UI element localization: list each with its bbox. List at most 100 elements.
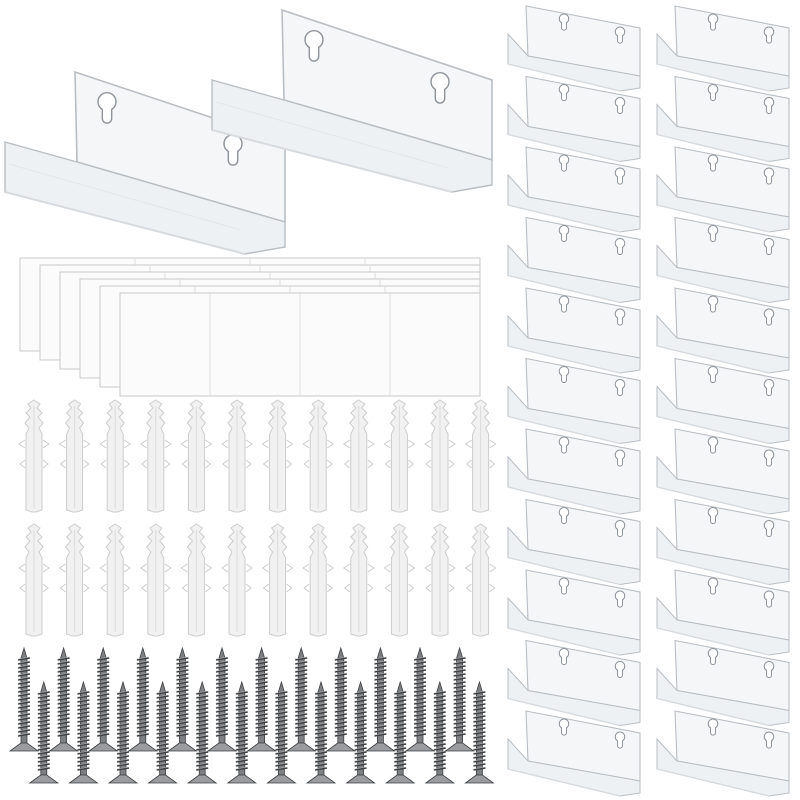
small-shelf — [656, 146, 790, 233]
keyhole-icon — [763, 661, 775, 679]
anchor-fins — [139, 563, 172, 593]
shelf-front-lip — [656, 768, 770, 797]
screw-thread — [413, 657, 427, 737]
keyhole-icon — [614, 167, 626, 185]
keyhole-icon — [763, 449, 775, 467]
screw-thread-highlight — [17, 656, 31, 736]
small-shelf — [507, 498, 641, 586]
screw-head — [28, 774, 60, 784]
screw-head — [444, 742, 475, 752]
small-shelf — [656, 428, 790, 515]
anchor-fins — [464, 563, 497, 593]
screw-thread — [374, 657, 387, 737]
screw-thread — [354, 691, 367, 771]
screw — [305, 680, 337, 784]
screw — [325, 646, 357, 752]
wall-anchor — [18, 399, 50, 513]
anchor-fins — [424, 439, 456, 469]
screw — [285, 646, 317, 752]
small-shelf — [507, 639, 641, 727]
shelf-front-lip — [507, 133, 621, 163]
keyhole-icon — [614, 97, 626, 115]
shelf-front-lip — [656, 556, 770, 586]
screw-thread-highlight — [37, 690, 50, 770]
anchor-fins — [342, 563, 375, 593]
keyhole-icon — [614, 238, 626, 256]
wall-anchor — [424, 523, 456, 637]
shelf-front-lip — [656, 274, 770, 304]
anchor-fins — [261, 563, 294, 593]
anchor-fins — [424, 563, 456, 593]
screw-head — [206, 742, 238, 752]
shelf-front-lip — [656, 486, 770, 515]
screw-thread — [334, 657, 347, 737]
keyhole-icon — [707, 225, 719, 243]
screw-head — [285, 742, 317, 752]
screw-head — [384, 774, 416, 784]
screw-thread-highlight — [374, 656, 387, 736]
small-shelf — [507, 146, 641, 233]
screw-thread-highlight — [354, 690, 367, 770]
keyhole-icon — [763, 167, 775, 185]
anchor-fins — [221, 563, 253, 593]
screw-thread — [314, 691, 328, 771]
shelf-front-lip — [656, 627, 770, 656]
screw — [424, 680, 456, 784]
shelf-front-lip — [507, 768, 621, 797]
shelf-reflection — [215, 101, 449, 169]
small-shelf — [507, 287, 641, 374]
shelf-front-lip — [656, 697, 770, 727]
keyhole-icon — [558, 13, 570, 31]
screw-head — [226, 774, 258, 784]
keyhole-icon — [707, 366, 719, 384]
screw-thread-highlight — [433, 690, 446, 770]
screw-head — [68, 774, 99, 784]
screw-thread — [473, 691, 486, 771]
screw-thread — [433, 691, 446, 771]
small-shelf — [656, 5, 790, 92]
keyhole-icon — [614, 26, 626, 44]
keyhole-icon — [558, 577, 570, 595]
screw-thread — [37, 691, 50, 771]
screw — [365, 646, 396, 752]
keyhole-icon — [614, 520, 626, 538]
anchor-fins — [464, 439, 497, 469]
screw-thread-highlight — [196, 690, 209, 770]
screw-thread — [196, 691, 209, 771]
screw-thread — [17, 657, 31, 737]
screw — [345, 680, 376, 784]
screw-head — [167, 742, 198, 752]
small-shelf — [656, 498, 790, 586]
keyhole-icon — [763, 238, 775, 256]
screw-thread — [394, 691, 407, 771]
screw-thread — [116, 691, 130, 771]
screw — [444, 646, 475, 752]
large-shelf-1 — [4, 70, 286, 255]
wall-anchor — [58, 399, 91, 513]
screw-head — [246, 742, 277, 752]
keyhole-icon — [763, 520, 775, 538]
screw-thread — [57, 657, 70, 737]
screw — [147, 680, 178, 784]
shelf-front-lip — [507, 345, 621, 374]
screw-head — [186, 774, 218, 784]
keyhole-icon — [763, 26, 775, 44]
screw-thread — [215, 657, 229, 737]
shelf-front-lip — [507, 486, 621, 515]
screw — [266, 680, 297, 784]
large-shelf-2 — [211, 8, 493, 193]
keyhole-icon — [558, 436, 570, 454]
screw — [186, 680, 218, 784]
wall-anchor — [342, 523, 375, 637]
wall-anchor — [383, 399, 416, 513]
anchor-fins — [302, 563, 335, 593]
keyhole-icon — [97, 92, 117, 124]
keyhole-icon — [558, 366, 570, 384]
screw-head — [107, 774, 139, 784]
screw-head — [424, 774, 456, 784]
wall-anchor — [221, 523, 253, 637]
wall-anchor — [99, 523, 132, 637]
screw-thread-highlight — [136, 656, 149, 736]
screw-thread-highlight — [394, 690, 407, 770]
screw-thread-highlight — [97, 656, 110, 736]
